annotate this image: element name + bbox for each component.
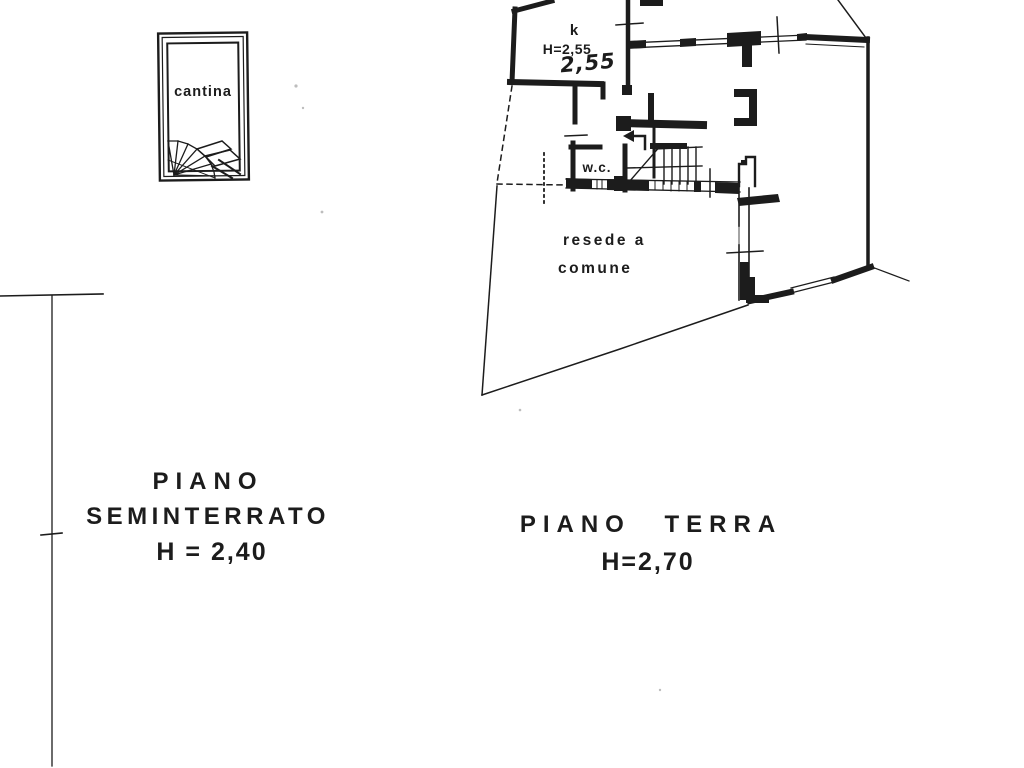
stair-hall-walls <box>614 93 708 193</box>
south-wall-band <box>565 168 741 198</box>
courtyard-label-line2: comune <box>558 260 633 277</box>
cantina-winder-stair <box>167 140 242 180</box>
seminterrato-title-line1: PIANO <box>152 468 264 495</box>
seminterrato-height-label: H = 2,40 <box>156 538 268 566</box>
terra-title: PIANO TERRA <box>519 511 783 538</box>
kitchen-room-label: k <box>569 22 579 39</box>
kitchen-height-label: H=2,55 <box>542 41 592 57</box>
staircase <box>626 143 703 185</box>
cantina-room-label: cantina <box>174 84 232 100</box>
courtyard-boundary-lines <box>481 85 749 396</box>
courtyard-label-line1: resede a <box>563 232 646 249</box>
cantina-room-walls <box>156 31 251 182</box>
scan-noise <box>294 84 662 692</box>
interior-pillars <box>734 89 757 126</box>
north-east-walls <box>801 0 871 266</box>
kitchen-height-handwritten-note: 2,55 <box>559 48 617 78</box>
stair-direction-arrow <box>623 130 647 151</box>
east-wing-walls <box>726 155 910 305</box>
north-window-band <box>627 16 807 67</box>
terra-height-label: H=2,70 <box>601 548 695 576</box>
seminterrato-title-line2: SEMINTERRATO <box>86 503 330 530</box>
wc-room-label: w.c. <box>582 160 612 175</box>
margin-section-lines <box>0 293 104 767</box>
